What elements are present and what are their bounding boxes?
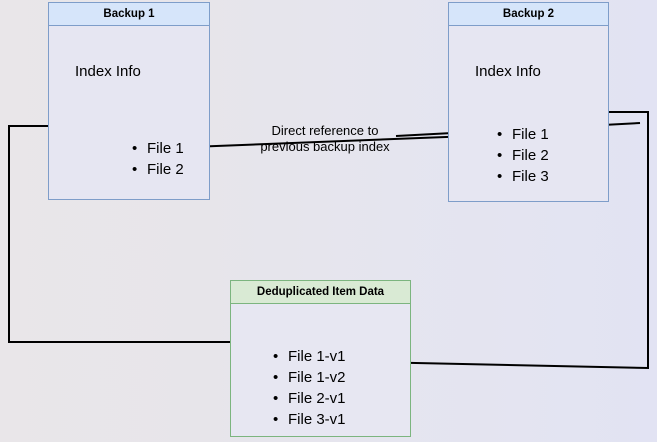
list-item: File 1 xyxy=(497,124,549,145)
backup-1-index-info-label: Index Info xyxy=(75,63,141,80)
list-item: File 3 xyxy=(497,166,549,187)
node-dedup-body: File 1-v1 File 1-v2 File 2-v1 File 3-v1 xyxy=(231,304,410,436)
node-backup-1-body: Index Info File 1 File 2 xyxy=(49,26,209,199)
list-item: File 1 xyxy=(132,138,184,159)
node-backup-2-header: Backup 2 xyxy=(449,3,608,26)
list-item: File 2-v1 xyxy=(273,388,346,409)
node-backup-2[interactable]: Backup 2 Index Info File 1 File 2 File 3 xyxy=(448,2,609,202)
list-item: File 3-v1 xyxy=(273,409,346,430)
list-item: File 2 xyxy=(497,145,549,166)
node-backup-1[interactable]: Backup 1 Index Info File 1 File 2 xyxy=(48,2,210,200)
node-backup-1-header: Backup 1 xyxy=(49,3,209,26)
node-deduplicated-item-data[interactable]: Deduplicated Item Data File 1-v1 File 1-… xyxy=(230,280,411,437)
dedup-file-list: File 1-v1 File 1-v2 File 2-v1 File 3-v1 xyxy=(273,346,346,430)
backup-2-index-info-label: Index Info xyxy=(475,63,541,80)
node-backup-2-body: Index Info File 1 File 2 File 3 xyxy=(449,26,608,201)
backup-1-file-list: File 1 File 2 xyxy=(132,138,184,180)
list-item: File 1-v2 xyxy=(273,367,346,388)
backup-2-file-list: File 1 File 2 File 3 xyxy=(497,124,549,187)
edge-label-direct-reference: Direct reference to previous backup inde… xyxy=(260,123,390,154)
list-item: File 2 xyxy=(132,159,184,180)
node-dedup-header: Deduplicated Item Data xyxy=(231,281,410,304)
list-item: File 1-v1 xyxy=(273,346,346,367)
